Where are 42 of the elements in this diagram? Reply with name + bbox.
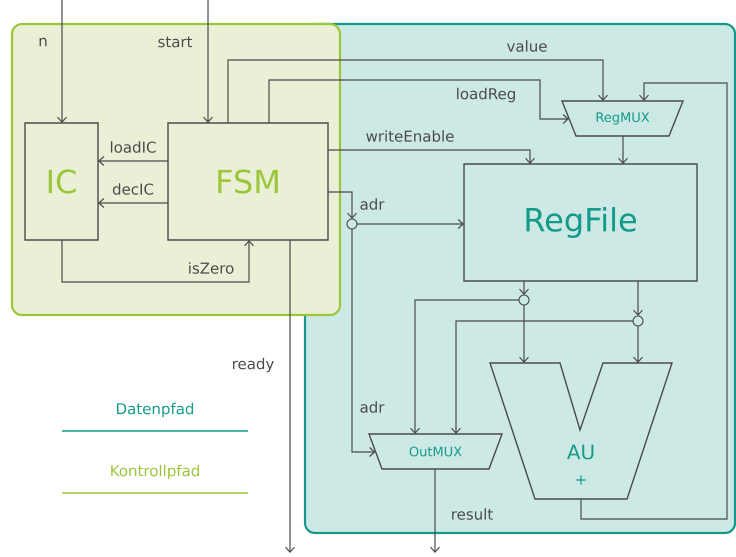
arrow xyxy=(519,305,529,363)
arrow xyxy=(633,281,643,316)
edge-label: writeEnable xyxy=(366,130,454,142)
arrow xyxy=(98,156,168,166)
edge-label: start xyxy=(158,36,192,48)
multiplexer-trapezoid: OutMUX xyxy=(368,433,504,470)
arrow xyxy=(351,229,376,457)
arrow xyxy=(268,79,569,124)
edge-label: adr xyxy=(360,198,384,210)
edge-label: loadIC xyxy=(110,141,156,153)
junction-circle xyxy=(346,218,358,230)
arrow xyxy=(328,149,535,164)
edge-label: decIC xyxy=(112,183,154,195)
arrow xyxy=(61,240,254,283)
arrow xyxy=(98,198,168,208)
arrow xyxy=(451,320,633,434)
arrow xyxy=(57,0,67,123)
block-box: FSM xyxy=(167,122,329,241)
edge-label: value xyxy=(506,40,547,52)
legend-label: Datenpfad xyxy=(117,402,194,418)
edge-label: isZero xyxy=(189,262,234,274)
arrow xyxy=(430,469,440,553)
junction-circle xyxy=(518,294,530,306)
edge-label: n xyxy=(40,38,46,46)
arrow xyxy=(227,59,608,123)
arrow xyxy=(410,299,519,434)
arrow xyxy=(580,82,728,520)
edge-label: loadReg xyxy=(457,88,515,102)
block-box: IC xyxy=(24,122,99,241)
arrow xyxy=(285,240,295,553)
legend-label: Kontrollpfad xyxy=(111,464,199,480)
block-box: RegFile xyxy=(463,163,698,282)
edge-label: ready xyxy=(233,358,274,372)
arrow xyxy=(328,191,357,219)
arrow xyxy=(203,0,213,123)
edge-label: result xyxy=(452,508,493,520)
junction-circle xyxy=(632,315,644,327)
arrow xyxy=(519,281,529,295)
arrow xyxy=(357,219,464,229)
edge-label: adr xyxy=(360,401,384,413)
arrow xyxy=(633,326,643,363)
arrow xyxy=(618,136,628,164)
